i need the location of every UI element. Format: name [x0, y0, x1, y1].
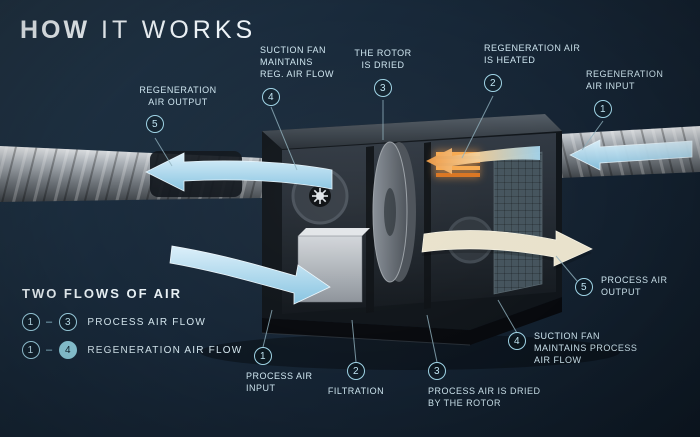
legend-dash: –: [46, 316, 54, 328]
callout-regeneration-air-output: REGENERATION AIR OUTPUT 5: [128, 84, 228, 134]
legend-badge-from: 1: [22, 341, 40, 359]
legend-label: PROCESS AIR FLOW: [87, 316, 206, 328]
rotor-disc: [372, 141, 416, 283]
callout-label: REGENERATION AIR OUTPUT: [139, 85, 217, 108]
legend-label: REGENERATION AIR FLOW: [87, 344, 243, 356]
regeneration-input-arrow: [569, 139, 693, 171]
page-title: HOW IT WORKS: [20, 16, 256, 45]
callout-rotor-is-dried: THE ROTOR IS DRIED 3: [345, 47, 421, 98]
callout-number-badge: 1: [254, 347, 272, 365]
legend-badge-from: 1: [22, 313, 40, 331]
callout-suction-fan-reg: SUCTION FAN MAINTAINS REG. AIR FLOW 4: [260, 44, 370, 107]
callout-label: THE ROTOR IS DRIED: [354, 48, 412, 71]
callout-number-badge: 4: [508, 332, 526, 350]
callout-number-badge: 2: [347, 362, 365, 380]
callout-number-badge: 1: [594, 100, 612, 119]
callout-number-badge: 3: [428, 362, 446, 380]
callout-process-air-dried: 3 PROCESS AIR IS DRIED BY THE ROTOR: [428, 362, 568, 409]
regeneration-output-arrow: [145, 152, 333, 192]
heated-air-arrow: [426, 146, 540, 174]
title-part-2: IT WORKS: [90, 16, 257, 44]
legend: TWO FLOWS OF AIR 1 – 3 PROCESS AIR FLOW …: [22, 286, 242, 369]
callout-process-air-output: 5 PROCESS AIR OUTPUT: [575, 274, 685, 298]
callout-label: REGENERATION AIR INPUT: [586, 69, 664, 92]
callout-label: REGENERATION AIR IS HEATED: [484, 43, 581, 66]
filter-mesh-panel: [493, 151, 543, 295]
callout-label: SUCTION FAN MAINTAINS PROCESS AIR FLOW: [534, 331, 638, 366]
legend-row-process: 1 – 3 PROCESS AIR FLOW: [22, 313, 242, 331]
callout-process-air-input: 1 PROCESS AIR INPUT: [246, 347, 332, 394]
legend-dash: –: [46, 344, 54, 356]
callout-number-badge: 3: [374, 79, 392, 98]
legend-heading: TWO FLOWS OF AIR: [22, 286, 183, 301]
title-part-1: HOW: [20, 16, 91, 44]
callout-number-badge: 5: [146, 115, 164, 134]
callout-number-badge: 5: [575, 278, 593, 296]
divider-panel: [366, 146, 374, 313]
process-input-arrow: [169, 245, 331, 305]
callout-label: PROCESS AIR INPUT: [246, 371, 313, 394]
divider-panel: [424, 142, 431, 309]
callout-label: PROCESS AIR IS DRIED BY THE ROTOR: [428, 386, 541, 409]
callout-filtration: 2 FILTRATION: [320, 362, 392, 397]
process-output-arrow: [421, 230, 593, 270]
callout-label: PROCESS AIR OUTPUT: [601, 275, 668, 298]
legend-badge-to: 3: [59, 313, 78, 331]
callout-label: SUCTION FAN MAINTAINS REG. AIR FLOW: [260, 45, 335, 80]
callout-regeneration-air-heated: REGENERATION AIR IS HEATED 2: [484, 42, 602, 93]
legend-badge-to: 4: [59, 341, 78, 359]
legend-row-regeneration: 1 – 4 REGENERATION AIR FLOW: [22, 341, 242, 359]
callout-leader-lines: [154, 95, 604, 363]
callout-suction-fan-process: 4 SUCTION FAN MAINTAINS PROCESS AIR FLOW: [508, 330, 648, 366]
callout-regeneration-air-input: REGENERATION AIR INPUT 1: [586, 68, 682, 119]
callout-number-badge: 4: [262, 88, 280, 107]
callout-label: FILTRATION: [327, 386, 385, 396]
callout-number-badge: 2: [484, 74, 502, 93]
